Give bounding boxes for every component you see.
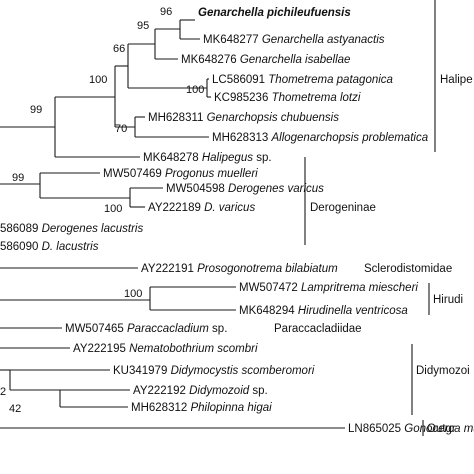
clade-label: Derogeninae <box>310 202 376 214</box>
support-value: 99 <box>30 104 42 116</box>
support-value: 70 <box>115 123 127 135</box>
support-value: 2 <box>0 386 6 398</box>
taxon-label: KU341979 Didymocystis scomberomori <box>113 365 315 377</box>
clade-label: Outgr <box>427 423 456 435</box>
taxon-label: MK648277 Genarchella astyanactis <box>203 34 385 46</box>
clade-labels: Halipe Derogeninae Sclerodistomidae Hiru… <box>274 74 473 435</box>
taxon-label: AY222195 Nematobothrium scombri <box>73 343 258 355</box>
branches-halipeginae <box>0 19 211 158</box>
support-value: 96 <box>160 6 172 18</box>
taxon-label: AY222189 D. varicus <box>148 202 255 214</box>
support-value: 100 <box>104 203 122 215</box>
branches-didymozoidae <box>0 347 130 408</box>
taxon-label: MW504598 Derogenes varicus <box>166 183 324 195</box>
taxon-label: 586090 D. lacustris <box>0 241 99 253</box>
taxon-label: Genarchella pichileufuensis <box>198 7 351 19</box>
support-value: 100 <box>186 84 204 96</box>
taxon-labels: Genarchella pichileufuensis MK648277 Gen… <box>0 7 474 435</box>
clade-label: Hirudi <box>433 294 463 306</box>
branches-hirudinellidae <box>0 286 236 311</box>
clade-brackets <box>304 0 436 436</box>
support-value: 66 <box>113 43 125 55</box>
clade-label: Didymozoi <box>416 365 470 377</box>
clade-label: Halipe <box>440 74 473 86</box>
taxon-label: MK648278 Halipegus sp. <box>143 152 272 164</box>
taxon-label: AY222191 Prosogonotrema bilabiatum <box>141 263 338 275</box>
clade-label: Sclerodistomidae <box>364 263 452 275</box>
taxon-label: MW507465 Paraccacladium sp. <box>65 323 227 335</box>
taxon-label: MW507469 Progonus muelleri <box>103 168 258 180</box>
taxon-label: LC586091 Thometrema patagonica <box>212 74 393 86</box>
taxon-label: MH628313 Allogenarchopsis problematica <box>212 132 428 144</box>
support-values: 96 95 66 100 100 70 99 99 100 100 2 42 <box>0 6 204 415</box>
support-value: 99 <box>12 172 24 184</box>
taxon-label: KC985236 Thometrema lotzi <box>214 92 361 104</box>
support-value: 100 <box>124 288 142 300</box>
taxon-label: MK648294 Hirudinella ventricosa <box>239 305 408 317</box>
taxon-label: AY222192 Didymozoid sp. <box>133 385 268 397</box>
taxon-label: MH628312 Philopinna higai <box>131 402 272 414</box>
taxon-label: 586089 Derogenes lacustris <box>0 223 143 235</box>
taxon-label: MH628311 Genarchopsis chubuensis <box>148 112 339 124</box>
support-value: 42 <box>9 403 21 415</box>
clade-label: Paraccacladiidae <box>274 323 362 335</box>
taxon-label: MK648276 Genarchella isabellae <box>181 54 350 66</box>
taxon-label: MW507472 Lampritrema miescheri <box>239 282 418 294</box>
support-value: 95 <box>137 20 149 32</box>
support-value: 100 <box>89 74 107 86</box>
branches-derogeninae <box>0 172 163 208</box>
taxon-label: LN865025 Gonocerca muraenolepisi <box>348 423 474 435</box>
